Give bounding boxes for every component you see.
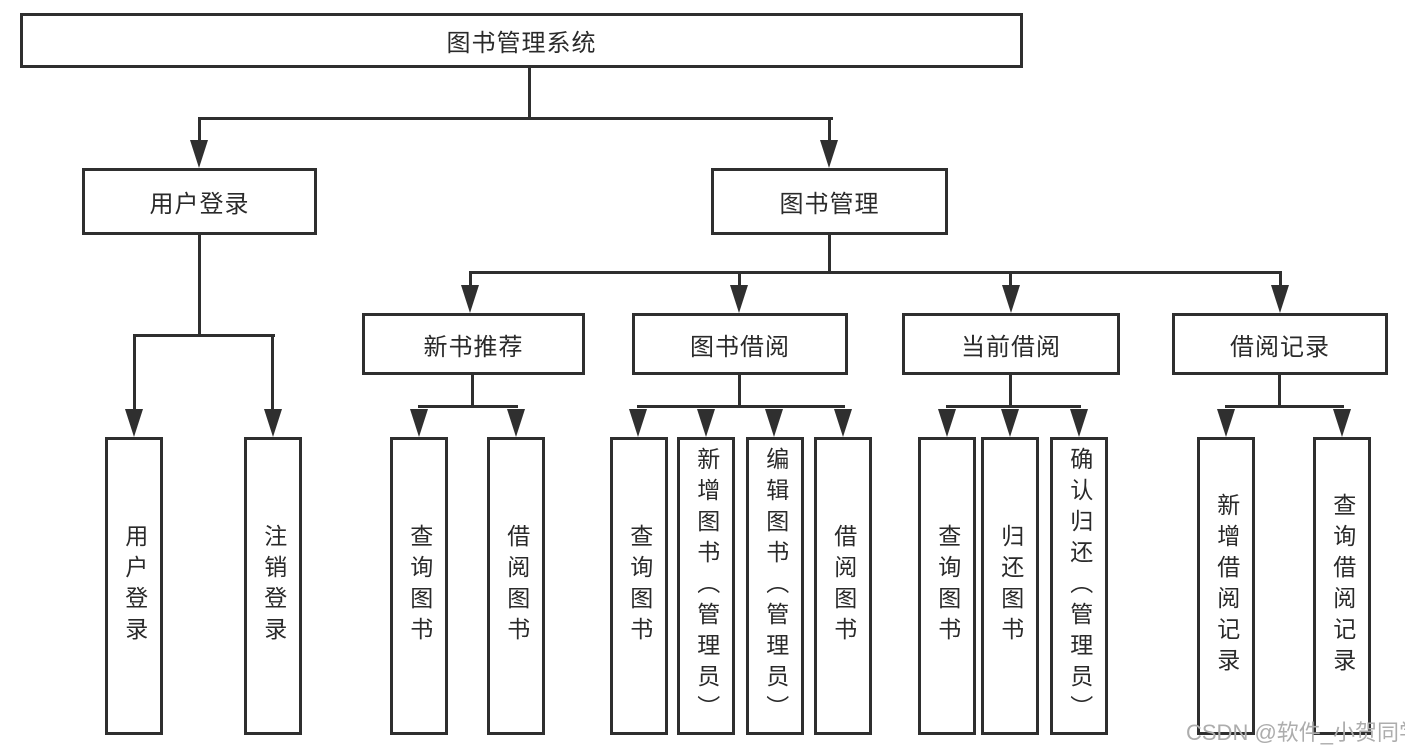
connector-rec-trunk <box>471 375 474 408</box>
arrow-to-book-mgmt <box>820 140 838 168</box>
connector-l3-rail <box>469 271 1282 274</box>
leaf-rec-borrow-books: 借阅图书 <box>487 437 545 735</box>
connector-br-rail <box>1225 405 1344 408</box>
connector-cb-rail <box>946 405 1081 408</box>
connector-bb-trunk <box>738 375 741 408</box>
arrow-to-login <box>190 140 208 168</box>
node-book-borrowing: 图书借阅 <box>632 313 848 375</box>
leaf-user-login: 用户登录 <box>105 437 163 735</box>
leaf-cb-query-books: 查询图书 <box>918 437 976 735</box>
connector-l3-drop-new-book-rec <box>469 271 472 287</box>
connector-drop-logout <box>271 334 274 412</box>
arrow-to-new-book-rec <box>461 285 479 313</box>
leaf-rec-query-books: 查询图书 <box>390 437 448 735</box>
leaf-cb-confirm-return-admin: 确认归还（管理员） <box>1050 437 1108 735</box>
arrow-to-user-login <box>125 409 143 437</box>
leaf-bb-add-books-admin: 新增图书（管理员） <box>677 437 735 735</box>
connector-rec-rail <box>418 405 518 408</box>
arrow-to-br-add-record <box>1217 409 1235 437</box>
arrow-to-bb-add-books <box>697 409 715 437</box>
connector-l2-drop-book-mgmt <box>828 117 831 143</box>
arrow-to-rec-query-books <box>410 409 428 437</box>
leaf-bb-edit-books-admin: 编辑图书（管理员） <box>746 437 804 735</box>
leaf-bb-query-books: 查询图书 <box>610 437 668 735</box>
node-book-management: 图书管理 <box>711 168 948 235</box>
arrow-to-cb-query-books <box>938 409 956 437</box>
connector-cb-trunk <box>1009 375 1012 408</box>
arrow-to-bb-query-books <box>629 409 647 437</box>
arrow-to-rec-borrow-books <box>507 409 525 437</box>
arrow-to-cb-confirm-return <box>1070 409 1088 437</box>
node-borrowing-records: 借阅记录 <box>1172 313 1388 375</box>
node-user-login: 用户登录 <box>82 168 317 235</box>
leaf-br-add-record: 新增借阅记录 <box>1197 437 1255 735</box>
arrow-to-bb-edit-books <box>765 409 783 437</box>
arrow-to-cb-return-books <box>1001 409 1019 437</box>
watermark: CSDN @软件_小贺同学 <box>1186 720 1405 745</box>
connector-login-rail <box>133 334 275 337</box>
arrow-to-book-borrow <box>730 285 748 313</box>
arrow-to-bb-borrow-books <box>834 409 852 437</box>
connector-bb-rail <box>637 405 845 408</box>
connector-drop-user-login <box>133 334 136 412</box>
arrow-to-current-borrow <box>1002 285 1020 313</box>
connector-l2-rail <box>198 117 833 120</box>
node-new-book-recommend: 新书推荐 <box>362 313 585 375</box>
connector-br-trunk <box>1278 375 1281 408</box>
leaf-logout: 注销登录 <box>244 437 302 735</box>
connector-l3-drop-current-borrow <box>1009 271 1012 287</box>
connector-login-trunk <box>198 235 201 337</box>
node-library-management-system: 图书管理系统 <box>20 13 1023 68</box>
connector-l3-drop-borrow-records <box>1279 271 1282 287</box>
connector-l3-drop-book-borrow <box>738 271 741 287</box>
leaf-bb-borrow-books: 借阅图书 <box>814 437 872 735</box>
arrow-to-br-query-record <box>1333 409 1351 437</box>
connector-book-mgmt-trunk <box>828 235 831 274</box>
node-current-borrowing: 当前借阅 <box>902 313 1120 375</box>
arrow-to-borrow-records <box>1271 285 1289 313</box>
connector-l2-drop-login <box>198 117 201 143</box>
leaf-br-query-record: 查询借阅记录 <box>1313 437 1371 735</box>
connector-root-trunk <box>528 68 531 120</box>
arrow-to-logout <box>264 409 282 437</box>
leaf-cb-return-books: 归还图书 <box>981 437 1039 735</box>
